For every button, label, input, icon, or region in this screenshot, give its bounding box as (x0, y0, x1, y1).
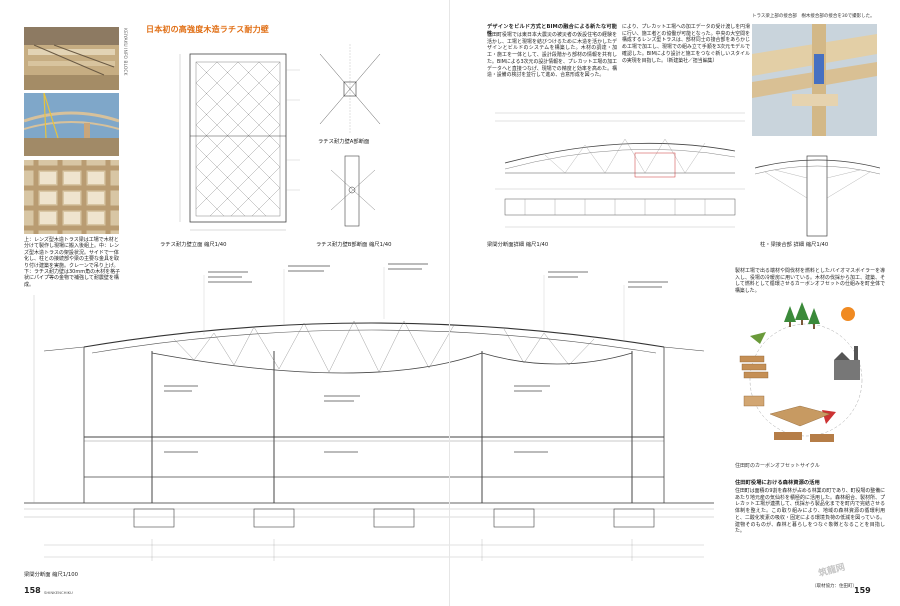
left-page-number: 158 (24, 586, 41, 595)
truss-fabrication-photo (24, 27, 119, 90)
lattice-detail-b-caption: ラチス耐力壁B部断面 縮尺1/40 (316, 242, 392, 248)
lattice-wall-title: 日本初の高強度木造ラチス耐力壁 (146, 25, 269, 34)
building-section-drawing (24, 263, 714, 561)
left-page-magazine: SHINKENCHIKU (44, 590, 73, 595)
building-section-caption: 梁間分断面 縮尺1/100 (24, 572, 79, 578)
biomass-text: 製材工場で出る端材や間伐材を燃料としたバイオマスボイラーを導入し、役場の冷暖房に… (735, 268, 885, 295)
column-joint-caption: 柱・梁接合部 詳細 縮尺1/40 (760, 242, 829, 248)
photo-caption: 上：レンズ型木造トラス梁は工場で木材と分けて製作し現場に搬入後組上。中：レンズ型… (24, 237, 121, 288)
design-build-heading: デザインをビルド方式とBIMの融合による新たな可能性 (487, 24, 617, 37)
lattice-detail-b-drawing (330, 155, 376, 227)
truss-frame-drawing (495, 112, 745, 228)
forest-text: 住田町は面積の9割を森林が占める林業の町であり、町役場の整備にあたり地元産の気仙… (735, 488, 885, 535)
page-gutter (449, 0, 450, 606)
lattice-wall-photo (24, 160, 119, 234)
watermark: 筑龍网 (817, 562, 847, 580)
lattice-detail-a-drawing (319, 44, 381, 134)
right-page-number: 159 (854, 586, 871, 595)
column-joint-drawing (755, 155, 880, 237)
truss-joint-photo (752, 24, 877, 136)
design-build-text: 佳田町役場では東日本大震災の被災者の仮設住宅の経験を活かし、工場と現場を結びつけ… (487, 32, 617, 79)
lattice-elevation-caption: ラチス耐力壁立面 縮尺1/40 (160, 242, 227, 248)
truss-frame-caption: 梁間分断面詳細 縮尺1/40 (487, 242, 549, 248)
forest-credit: （取材協力：住田町） (812, 584, 857, 589)
lattice-detail-a-caption: ラチス耐力壁A部断面 (318, 139, 370, 145)
lattice-wall-elevation-drawing (179, 53, 300, 231)
design-build-text-2: により、プレカット工場への加工データの受け渡しを円滑に行い、施工者との協働が可能… (622, 24, 750, 64)
truss-erection-photo (24, 93, 119, 156)
side-label: KEIYAKU INFO BLOCK (122, 28, 127, 76)
forest-heading: 住田町役場における森林資源の活用 (735, 480, 820, 486)
truss-joint-caption: トラス梁上部の接合部 樹木接合部の接合を30で撮影した。 (752, 14, 875, 19)
carbon-offset-diagram (739, 302, 863, 442)
carbon-offset-caption: 住田町のカーボンオフセットサイクル (735, 463, 820, 469)
